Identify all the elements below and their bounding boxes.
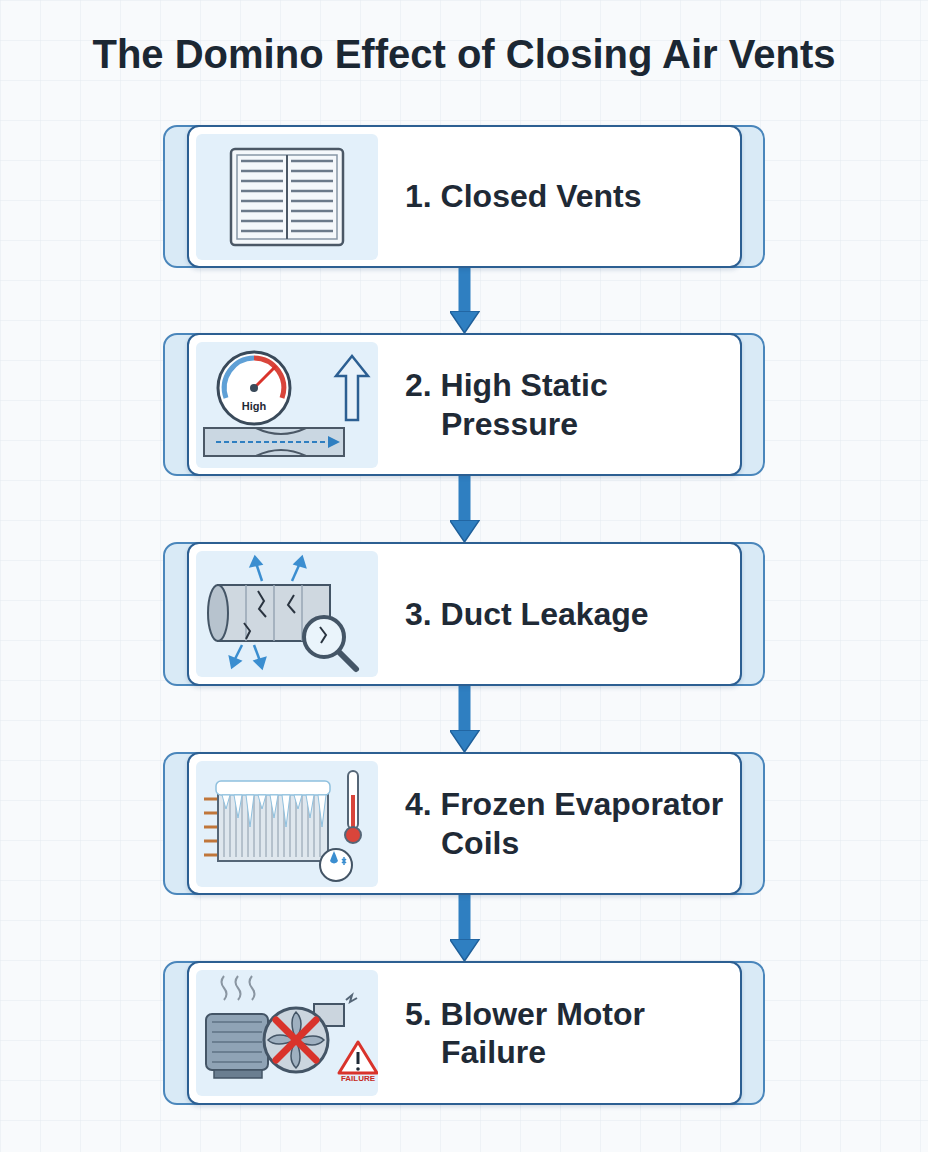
step-label: 5. Blower Motor Failure [405, 995, 726, 1072]
step-label: 4. Frozen Evaporator Coils [405, 785, 726, 862]
icon-panel [196, 551, 378, 677]
flow-arrow [459, 895, 471, 943]
step-icon [196, 342, 378, 468]
flow-arrow [459, 268, 471, 315]
step-icon [196, 551, 378, 677]
step-box: 4. Frozen Evaporator Coils [187, 752, 742, 895]
step-box: 5. Blower Motor FailureFAILURE [187, 961, 742, 1105]
step-icon [196, 134, 378, 260]
step-box: 2. High Static Pressure High [187, 333, 742, 476]
diagram-title: The Domino Effect of Closing Air Vents [0, 32, 928, 77]
step-label: 3. Duct Leakage [405, 595, 726, 633]
gauge-label: High [231, 400, 277, 412]
step-label: 2. High Static Pressure [405, 366, 726, 443]
step-label: 1. Closed Vents [405, 177, 726, 215]
flow-arrow [459, 686, 471, 734]
step-icon [196, 761, 378, 887]
icon-panel [196, 761, 378, 887]
icon-panel [196, 342, 378, 468]
icon-panel [196, 134, 378, 260]
step-box: 1. Closed Vents [187, 125, 742, 268]
flow-arrow [459, 476, 471, 524]
step-box: 3. Duct Leakage [187, 542, 742, 686]
warning-label: FAILURE [336, 1074, 380, 1083]
